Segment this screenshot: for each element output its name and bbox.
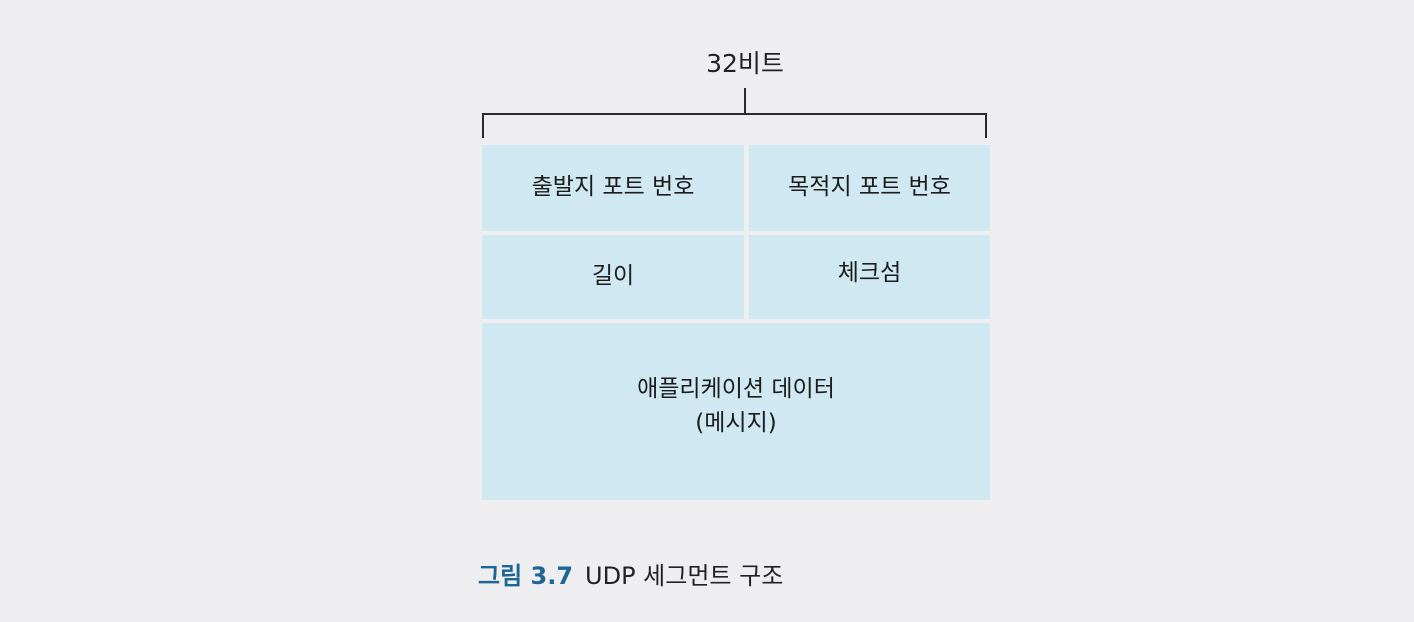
figure-number: 그림 3.7 — [478, 562, 574, 590]
application-data-field: 애플리케이션 데이터 (메시지) — [482, 323, 990, 500]
bracket-left-end — [482, 113, 484, 138]
bracket-horizontal — [482, 113, 987, 115]
data-label: 애플리케이션 데이터 — [637, 376, 835, 403]
figure-title: UDP 세그먼트 구조 — [585, 562, 784, 590]
bracket-right-end — [985, 113, 987, 138]
checksum-field: 체크섬 — [749, 235, 990, 319]
dest-port-field: 목적지 포트 번호 — [749, 145, 990, 231]
bit-width-label: 32비트 — [706, 49, 784, 78]
figure-caption: 그림 3.7 UDP 세그먼트 구조 — [478, 556, 783, 591]
data-sublabel: (메시지) — [695, 409, 777, 436]
length-field: 길이 — [482, 235, 744, 319]
source-port-field: 출발지 포트 번호 — [482, 145, 744, 231]
bracket-center-tick — [744, 88, 746, 114]
